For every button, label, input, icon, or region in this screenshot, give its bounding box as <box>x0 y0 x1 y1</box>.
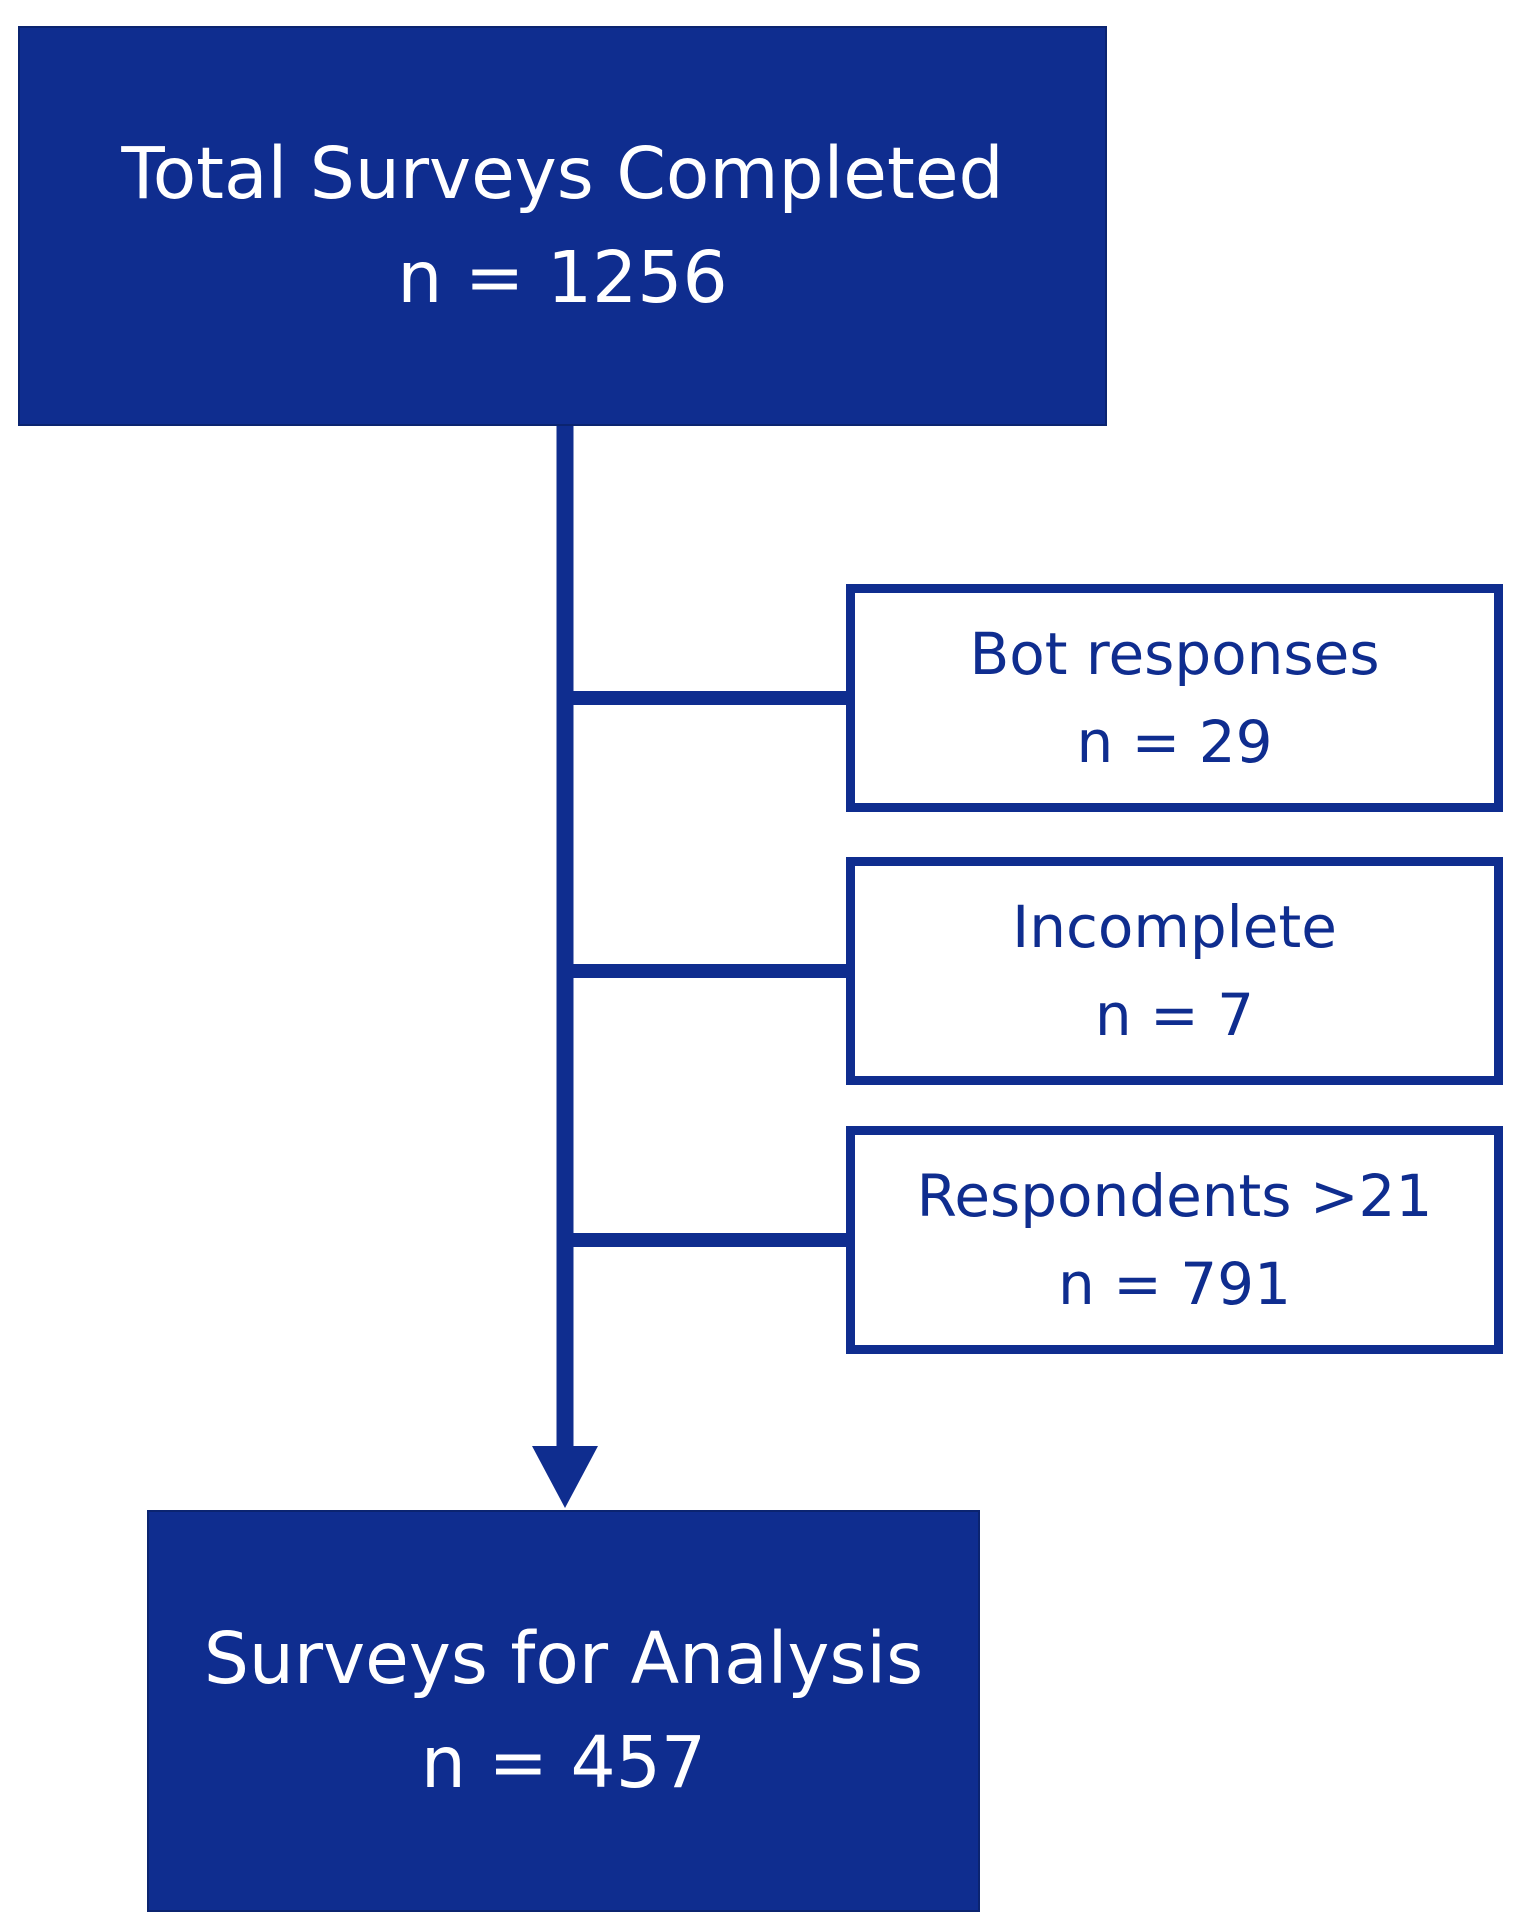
exclusion-label: Bot responses <box>969 620 1380 688</box>
exclusion-label: Incomplete <box>1012 893 1337 961</box>
exclusion-count: n = 791 <box>1058 1250 1291 1318</box>
total-surveys-label: Total Surveys Completed <box>121 132 1004 215</box>
total-surveys-box: Total Surveys Completed n = 1256 <box>18 26 1107 426</box>
exclusion-box-bot-responses: Bot responses n = 29 <box>846 584 1503 812</box>
exclusion-count: n = 29 <box>1076 708 1273 776</box>
exclusion-box-incomplete: Incomplete n = 7 <box>846 857 1503 1085</box>
exclusion-count: n = 7 <box>1094 981 1255 1049</box>
total-surveys-count: n = 1256 <box>397 236 728 319</box>
exclusion-label: Respondents >21 <box>916 1162 1433 1230</box>
surveys-for-analysis-box: Surveys for Analysis n = 457 <box>147 1510 980 1912</box>
surveys-for-analysis-count: n = 457 <box>420 1721 707 1804</box>
exclusion-box-respondents-over-21: Respondents >21 n = 791 <box>846 1126 1503 1354</box>
surveys-for-analysis-label: Surveys for Analysis <box>203 1617 924 1700</box>
main-flow-arrowhead <box>532 1446 598 1508</box>
